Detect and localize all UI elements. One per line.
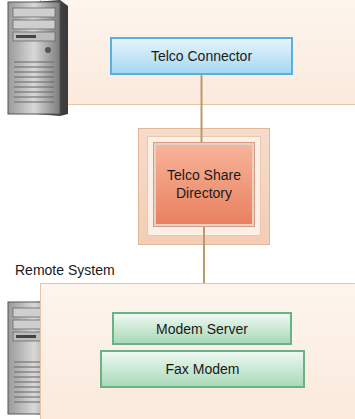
node-label: Fax Modem [166, 361, 240, 377]
directory-box: Telco Share Directory [154, 143, 254, 226]
process-box: Modem Server [112, 312, 292, 345]
connector-line [201, 75, 203, 143]
server-icon [8, 0, 68, 116]
system-region: Remote SystemModem ServerFax Modem [15, 262, 355, 419]
process-box: Telco Connector [110, 37, 293, 75]
region-heading: Remote System [15, 262, 115, 278]
process-box: Fax Modem [100, 350, 305, 388]
node-label: Modem Server [156, 321, 248, 337]
node-label: Telco Connector [151, 48, 252, 64]
node-label: Telco Share Directory [162, 167, 246, 202]
